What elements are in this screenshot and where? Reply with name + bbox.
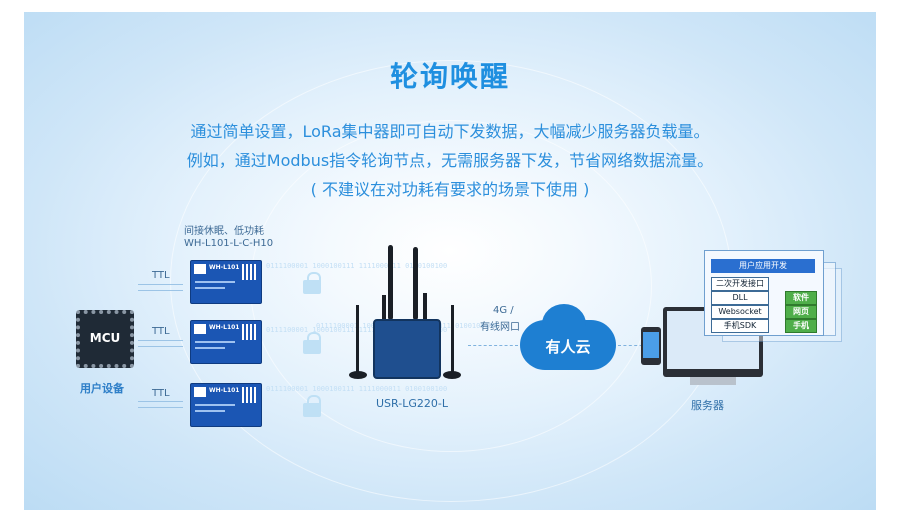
description-note: ( 不建议在对功耗有要求的场景下使用 ) — [310, 180, 590, 199]
ttl-arrow — [138, 290, 183, 291]
antenna-icon — [356, 305, 359, 375]
antenna-icon — [451, 305, 454, 375]
mcu-label: MCU — [89, 331, 121, 345]
module-text-line — [195, 347, 225, 349]
lock-icon — [303, 272, 321, 294]
page-title: 轮询唤醒 — [389, 60, 510, 93]
cloud-label: 有人云 — [545, 338, 591, 356]
network-label-line1: 4G / — [493, 305, 514, 316]
antenna-icon — [388, 245, 393, 320]
description-line-2: 例如，通过Modbus指令轮询节点，无需服务器下发，节省网络数据流量。 — [186, 151, 714, 170]
module-text-line — [195, 410, 225, 412]
lora-module: WH-L101 — [190, 383, 262, 427]
module-caption: 间接休眠、低功耗 — [184, 226, 264, 237]
data-stream-bits: 0111100001 1000100111 1111000011 0100100… — [266, 262, 448, 270]
module-label: WH-L101 — [209, 264, 240, 271]
cloud-icon: 有人云 — [520, 304, 616, 370]
mcu-chip: MCU — [76, 310, 134, 368]
qr-code-icon — [242, 324, 258, 340]
ttl-arrow — [138, 284, 183, 285]
module-label: WH-L101 — [209, 324, 240, 331]
ttl-label: TTL — [152, 326, 170, 337]
lora-module: WH-L101 — [190, 260, 262, 304]
logo-icon — [194, 264, 206, 274]
qr-code-icon — [242, 264, 258, 280]
gateway-router — [345, 245, 465, 385]
app-dev-panel: 用户应用开发 二次开发接口 DLL 软件 Websocket 网页 手机SDK … — [704, 250, 824, 336]
app-row-right: 软件 — [785, 291, 817, 305]
ttl-label: TTL — [152, 270, 170, 281]
module-text-line — [195, 341, 235, 343]
phone-icon — [641, 327, 661, 365]
router-body — [373, 319, 441, 379]
server-label: 服务器 — [691, 399, 724, 412]
logo-icon — [194, 387, 206, 397]
app-dev-title: 用户应用开发 — [711, 259, 815, 273]
lock-icon — [303, 395, 321, 417]
module-label: WH-L101 — [209, 387, 240, 394]
module-model: WH-L101-L-C-H10 — [184, 238, 274, 249]
user-device-label: 用户设备 — [80, 382, 124, 395]
network-label-line2: 有线网口 — [480, 322, 520, 333]
network-link — [468, 345, 518, 346]
ttl-label: TTL — [152, 388, 170, 399]
cloud-link — [618, 345, 648, 346]
monitor-stand — [690, 377, 736, 385]
antenna-icon — [413, 247, 418, 320]
qr-code-icon — [242, 387, 258, 403]
app-row-right: 手机 — [785, 319, 817, 333]
gateway-label: USR-LG220-L — [376, 397, 448, 410]
antenna-icon — [382, 295, 386, 323]
antenna-icon — [423, 293, 427, 323]
ttl-arrow — [138, 346, 183, 347]
ttl-arrow — [138, 401, 183, 402]
description-line-1: 通过简单设置，LoRa集中器即可自动下发数据，大幅减少服务器负载量。 — [190, 122, 710, 141]
cloud-puff — [542, 304, 586, 344]
antenna-base-icon — [349, 371, 367, 379]
lock-icon — [303, 332, 321, 354]
lora-module: WH-L101 — [190, 320, 262, 364]
app-row-right: 网页 — [785, 305, 817, 319]
app-interface-cell: 二次开发接口 — [711, 277, 769, 291]
app-row-left: DLL — [711, 291, 769, 305]
module-text-line — [195, 281, 235, 283]
ttl-arrow — [138, 407, 183, 408]
app-row-left: 手机SDK — [711, 319, 769, 333]
phone-screen — [643, 332, 659, 358]
antenna-base-icon — [443, 371, 461, 379]
module-text-line — [195, 287, 225, 289]
ttl-arrow — [138, 340, 183, 341]
app-row-left: Websocket — [711, 305, 769, 319]
data-stream-bits: 0111100001 1000100111 1111000011 0100100… — [266, 385, 448, 393]
module-text-line — [195, 404, 235, 406]
logo-icon — [194, 324, 206, 334]
